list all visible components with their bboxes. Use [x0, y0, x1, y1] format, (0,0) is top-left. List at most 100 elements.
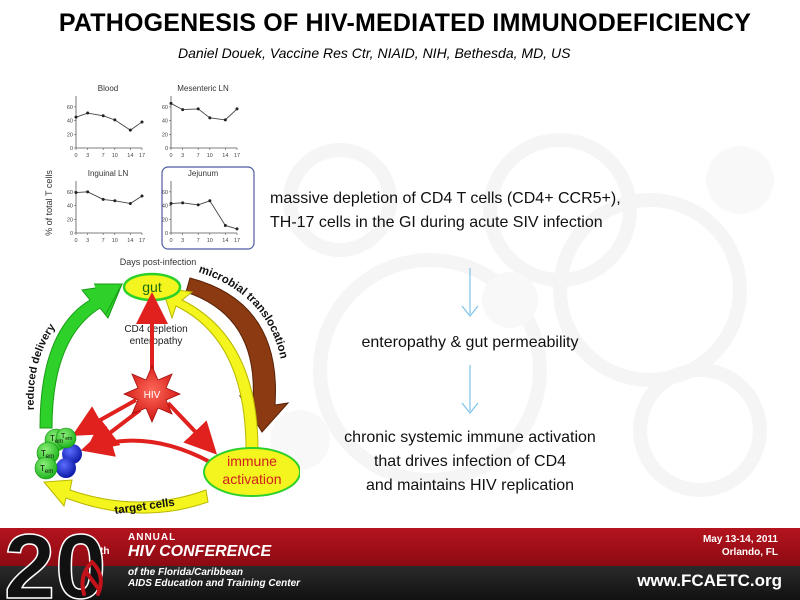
y-axis-label: % of total T cells [44, 170, 54, 236]
logo-th: th [100, 546, 109, 557]
series-line [170, 200, 238, 230]
y-tick-label: 40 [67, 119, 73, 125]
jejunum-highlight-box [161, 166, 255, 250]
x-tick-label: 0 [74, 153, 77, 159]
y-tick-label: 0 [70, 146, 73, 152]
data-point [169, 202, 173, 206]
hiv-star-icon [122, 364, 182, 424]
y-tick-label: 20 [162, 217, 168, 223]
svg-text:Tem: Tem [61, 433, 72, 442]
svg-text:Tem: Tem [41, 449, 54, 460]
x-tick-label: 14 [222, 238, 228, 244]
x-tick-label: 7 [102, 238, 105, 244]
footer-annual: ANNUAL [128, 532, 177, 543]
x-tick-label: 14 [127, 238, 133, 244]
x-tick-label: 10 [207, 238, 213, 244]
chart-title: Blood [98, 84, 118, 93]
logo-number: 20 [4, 518, 106, 600]
data-point [74, 191, 78, 195]
conference-logo: 20 th [3, 518, 109, 600]
x-tick-label: 7 [197, 238, 200, 244]
down-arrow-1 [461, 268, 479, 317]
enteropathy-label: enteropathy [130, 336, 183, 347]
data-point [140, 120, 144, 124]
tem-labels: Tem Tem Tem Tem [40, 433, 72, 475]
footer-aids-line: AIDS Education and Training Center [128, 578, 301, 589]
data-point [196, 203, 200, 207]
finding-1-line-b: TH-17 cells in the GI during acute SIV i… [270, 214, 603, 231]
footer-dark-band [0, 566, 800, 600]
x-axis-label: Days post-infection [120, 257, 197, 267]
hiv-label: HIV [144, 390, 161, 401]
y-tick-label: 60 [162, 105, 168, 111]
x-tick-label: 14 [222, 153, 228, 159]
x-tick-label: 17 [139, 238, 145, 244]
pathogenesis-figure: % of total T cells Blood 0 20 40 60 0 3 7 10 14 17… [25, 84, 300, 517]
finding-text-1: massive depletion of CD4 T cells (CD4+ C… [270, 187, 740, 235]
finding-3-line-b: that drives infection of CD4 [373, 453, 567, 470]
footer-place: Orlando, FL [721, 547, 778, 558]
data-point [128, 202, 132, 206]
footer-of-line: of the Florida/Caribbean [128, 567, 244, 578]
author-line: Daniel Douek, Vaccine Res Ctr, NIAID, NI… [178, 45, 571, 61]
cd4-depletion-label: CD4 depletion [124, 324, 187, 335]
data-point [208, 199, 212, 203]
svg-text:Tem: Tem [40, 464, 53, 475]
x-tick-label: 0 [169, 153, 172, 159]
footer-url[interactable]: www.FCAETC.org [637, 571, 782, 590]
gut-label: gut [142, 279, 162, 295]
footer-conference: HIV CONFERENCE [128, 543, 272, 560]
page-title: PATHOGENESIS OF HIV-MEDIATED IMMUNODEFIC… [58, 9, 752, 37]
red-ribbon-icon [80, 560, 103, 596]
hiv-effect-arrows [72, 292, 218, 464]
y-tick-label: 40 [162, 204, 168, 210]
activation-label: activation [222, 471, 281, 487]
data-point [196, 107, 200, 111]
finding-3-line-c: and maintains HIV replication [365, 477, 575, 494]
data-point [208, 116, 212, 120]
y-tick-label: 40 [67, 204, 73, 210]
data-point [169, 101, 173, 105]
finding-3-line-a: chronic systemic immune activation [344, 429, 596, 446]
x-tick-label: 10 [112, 153, 118, 159]
svg-text:Tem: Tem [50, 434, 63, 445]
x-tick-label: 14 [127, 153, 133, 159]
series-line [75, 191, 143, 204]
y-tick-label: 0 [165, 231, 168, 237]
y-tick-label: 0 [70, 231, 73, 237]
finding-text-3: chronic systemic immune activation that … [300, 426, 640, 498]
chart-title: Jejunum [188, 169, 219, 178]
immune-label: immune [227, 453, 277, 469]
x-tick-label: 3 [181, 238, 184, 244]
microbial-translocation-arrow [185, 277, 290, 433]
chart-title: Inguinal LN [88, 169, 129, 178]
data-point [181, 201, 185, 205]
y-tick-label: 60 [162, 190, 168, 196]
y-tick-label: 20 [162, 132, 168, 138]
x-tick-label: 17 [234, 153, 240, 159]
y-tick-label: 20 [67, 132, 73, 138]
series-line [170, 103, 238, 121]
x-tick-label: 3 [86, 153, 89, 159]
chart-title: Mesenteric LN [177, 84, 229, 93]
x-tick-label: 17 [234, 238, 240, 244]
data-point [74, 115, 78, 119]
data-point [113, 199, 117, 203]
data-point [235, 227, 239, 231]
footer-date: May 13-14, 2011 [702, 534, 778, 545]
data-point [86, 190, 90, 194]
x-tick-label: 3 [181, 153, 184, 159]
footer-red-band [0, 528, 800, 566]
data-point [113, 118, 117, 122]
data-point [223, 223, 227, 227]
immune-activation-node [203, 447, 300, 497]
x-tick-label: 10 [112, 238, 118, 244]
y-tick-label: 60 [67, 105, 73, 111]
finding-1-line-a: massive depletion of CD4 T cells (CD4+ C… [270, 190, 621, 207]
data-point [140, 194, 144, 198]
target-cells-arrow [42, 479, 209, 514]
